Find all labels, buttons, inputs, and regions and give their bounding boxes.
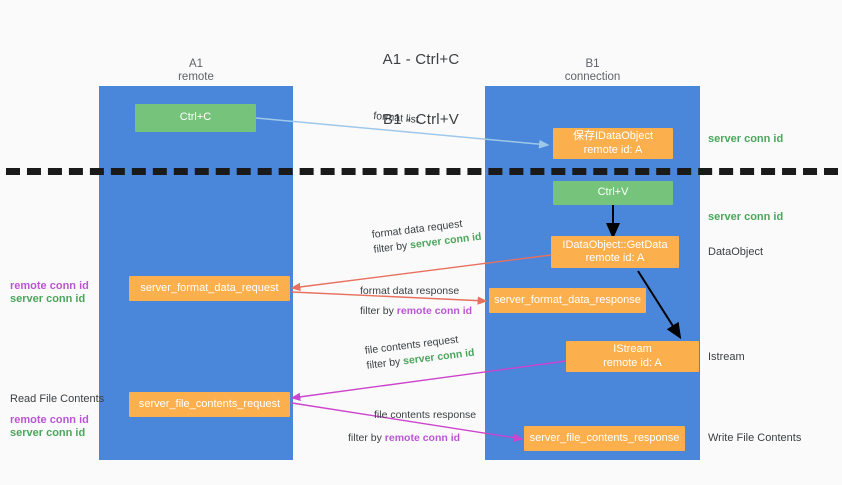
annotation-remote-conn-id-top: remote conn id xyxy=(10,280,89,292)
filter-prefix: filter by xyxy=(365,355,404,372)
annotation-dataobject: DataObject xyxy=(708,246,764,258)
box-server-format-data-request[interactable]: server_format_data_request xyxy=(129,276,290,301)
column-header-a1: A1 remote xyxy=(99,58,293,84)
box-ctrl-c-label: Ctrl+C xyxy=(179,111,212,124)
filter-prefix: filter by xyxy=(372,239,411,256)
annotation-istream: Istream xyxy=(708,351,745,363)
box-server-format-data-response[interactable]: server_format_data_response xyxy=(489,288,646,313)
edge-label-file-contents-request: file contents request filter by server c… xyxy=(364,331,475,374)
edge-label-format-data-response-text: format data response xyxy=(360,285,460,297)
edge-label-format-data-request: format data request filter by server con… xyxy=(371,215,482,258)
annotation-server-conn-id-left-top: server conn id xyxy=(10,293,86,305)
annotation-write-file-contents: Write File Contents xyxy=(708,432,802,444)
annotation-server-conn-id-top: server conn id xyxy=(708,133,784,145)
box-istream-title: IStream xyxy=(613,343,652,355)
process-boundary-divider xyxy=(6,168,838,175)
filter-prefix: filter by xyxy=(348,432,385,444)
box-save-idataobject-sub: remote id: A xyxy=(583,143,643,156)
column-header-b1: B1 connection xyxy=(485,58,700,84)
box-server-format-data-response-label: server_format_data_response xyxy=(494,293,641,306)
box-save-idataobject-title: 保存IDataObject xyxy=(572,130,654,142)
column-header-a1-name: A1 xyxy=(188,58,204,70)
edge-label-format-data-response: format data response filter by remote co… xyxy=(360,284,472,319)
edge-label-file-contents-response-filter: filter by remote conn id xyxy=(348,431,476,446)
edge-label-format-list-text: format list xyxy=(372,109,420,126)
filter-value-remote-conn-id: remote conn id xyxy=(384,432,461,444)
box-idataobject-getdata-title: IDataObject::GetData xyxy=(562,238,668,251)
title-line-1: A1 - Ctrl+C xyxy=(382,51,460,68)
column-header-b1-name: B1 xyxy=(585,58,600,70)
edge-label-format-data-response-filter: filter by remote conn id xyxy=(360,304,472,319)
box-server-format-data-request-label: server_format_data_request xyxy=(140,281,279,294)
edge-label-file-contents-response-text: file contents response xyxy=(374,409,477,421)
box-istream[interactable]: IStream remote id: A xyxy=(566,341,699,372)
box-idataobject-getdata-sub: remote id: A xyxy=(585,252,645,264)
box-istream-sub: remote id: A xyxy=(603,356,662,369)
column-header-b1-sub: connection xyxy=(564,71,621,83)
box-server-file-contents-response-label: server_file_contents_response xyxy=(529,431,680,444)
box-ctrl-v-label: Ctrl+V xyxy=(597,186,629,199)
box-server-file-contents-response[interactable]: server_file_contents_response xyxy=(524,426,685,451)
column-header-a1-sub: remote xyxy=(178,71,214,83)
box-save-idataobject[interactable]: 保存IDataObject remote id: A xyxy=(553,128,673,159)
annotation-server-conn-id-left-bottom: server conn id xyxy=(10,427,86,439)
box-ctrl-c[interactable]: Ctrl+C xyxy=(135,104,256,132)
annotation-remote-conn-id-bottom: remote conn id xyxy=(10,414,89,426)
box-server-file-contents-request-label: server_file_contents_request xyxy=(138,397,281,410)
box-server-file-contents-request[interactable]: server_file_contents_request xyxy=(129,392,290,417)
annotation-read-file-contents: Read File Contents xyxy=(10,393,105,405)
annotation-server-conn-id-mid: server conn id xyxy=(708,211,784,223)
box-ctrl-v[interactable]: Ctrl+V xyxy=(553,181,673,205)
box-idataobject-getdata[interactable]: IDataObject::GetData remote id: A xyxy=(551,236,679,268)
filter-value-remote-conn-id: remote conn id xyxy=(396,305,473,317)
edge-label-file-contents-response: file contents response filter by remote … xyxy=(348,408,477,446)
filter-prefix: filter by xyxy=(360,305,397,317)
